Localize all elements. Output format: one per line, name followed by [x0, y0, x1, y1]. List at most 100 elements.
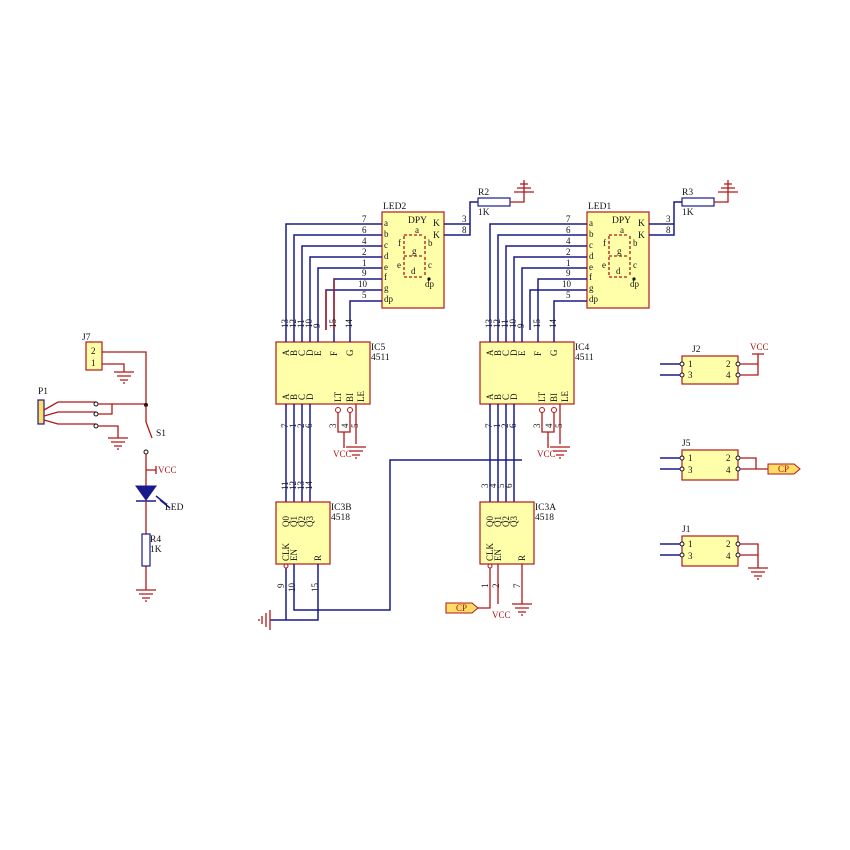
led2-num-3: 3 — [462, 214, 467, 224]
ic5-num-13: 13 — [280, 319, 290, 329]
cp-port-input[interactable]: CP — [445, 602, 479, 614]
ground-icon — [512, 603, 532, 616]
ic5-decoder[interactable]: IC5 4511 — [275, 341, 390, 405]
ic4-num-9: 9 — [516, 323, 526, 328]
led2-seg-b: b — [428, 238, 433, 248]
ic4-top-C: C — [501, 350, 511, 356]
led2-pin-a: a — [384, 218, 388, 228]
led1-seg-dp: dp — [630, 279, 640, 289]
r2-resistor[interactable]: R2 1K — [477, 188, 525, 218]
ic4-num-6: 6 — [508, 423, 518, 428]
led1-pin-g: g — [589, 283, 594, 293]
j5-pin-1: 1 — [688, 453, 693, 463]
led2-num-7: 7 — [362, 214, 367, 224]
r2-value: 1K — [478, 208, 490, 218]
led2-num-8: 8 — [462, 225, 467, 235]
cp-port-output[interactable]: CP — [767, 463, 801, 475]
ic3b-num-11: 11 — [280, 481, 290, 490]
led2-seg-dp: dp — [425, 279, 435, 289]
j5-pin-2: 2 — [726, 453, 731, 463]
ic4-num-2: 2 — [500, 424, 510, 429]
r3-resistor[interactable]: R3 1K — [681, 188, 729, 218]
ic3b-num-15: 15 — [310, 583, 320, 593]
ic3b-clk: CLK — [281, 542, 291, 561]
led2-seg-c: c — [428, 260, 432, 270]
led-indicator[interactable]: LED — [135, 485, 184, 513]
led1-num-5: 5 — [566, 290, 571, 300]
j1-connector[interactable]: J1 1 2 3 4 — [679, 525, 741, 567]
j5-connector[interactable]: J5 1 2 3 4 — [679, 439, 741, 481]
p1-power-jack[interactable]: P1 — [37, 387, 99, 429]
j2-connector[interactable]: J2 1 2 3 4 — [679, 345, 741, 385]
j2-pin-1: 1 — [688, 359, 693, 369]
ic4-top-G: G — [549, 349, 559, 356]
led1-num-6: 6 — [566, 225, 571, 235]
ic3a-num-3: 3 — [480, 483, 490, 488]
j2-vcc: VCC — [750, 342, 769, 352]
ic4-num-11: 11 — [500, 319, 510, 328]
ic5-num-1: 1 — [288, 424, 298, 429]
led2-seven-segment-icon — [403, 234, 431, 281]
j7-connector[interactable]: J7 2 1 — [82, 333, 103, 371]
ground-icon — [514, 180, 534, 193]
ground-icon — [108, 437, 128, 450]
ic3b-num-12: 12 — [288, 481, 298, 490]
ic3b-q1: Q1 — [289, 516, 299, 527]
ic3a-q3: Q3 — [509, 516, 519, 527]
p1-ref: P1 — [38, 387, 48, 397]
ic4-num-13: 13 — [484, 319, 494, 329]
ic5-vcc: VCC — [333, 449, 352, 459]
ground-icon — [114, 371, 134, 384]
s1-vcc: VCC — [158, 465, 177, 475]
led1-pin-c: c — [589, 240, 593, 250]
ic5-top-G: G — [345, 349, 355, 356]
ic3a-num-5: 5 — [496, 483, 506, 488]
r4-ref: R4 — [150, 535, 161, 545]
led1-seven-segment-icon — [608, 234, 636, 281]
led-ref: LED — [165, 503, 184, 513]
ic4-bot-LE: LE — [560, 391, 570, 402]
ic5-bot-A: A — [281, 393, 291, 400]
j1-pin-1: 1 — [688, 539, 693, 549]
ic4-decoder[interactable]: IC4 4511 — [479, 341, 594, 405]
j1-ref: J1 — [682, 525, 691, 535]
r4-resistor[interactable]: R4 1K — [141, 533, 162, 567]
led2-pin-c: c — [384, 240, 388, 250]
ic3b-part: 4518 — [331, 513, 350, 523]
ic5-num-9: 9 — [312, 323, 322, 328]
led2-type: DPY — [408, 216, 427, 226]
led1-seg-c: c — [633, 260, 637, 270]
ic5-top-D: D — [305, 349, 315, 356]
led2-pin-dp: dp — [384, 294, 394, 304]
ic3b-q3: Q3 — [305, 516, 315, 527]
ic5-top-E: E — [313, 350, 323, 356]
led1-num-1: 1 — [566, 258, 571, 268]
ground-icon — [136, 589, 156, 602]
led1-num-10: 10 — [562, 279, 572, 289]
led1-seg-d: d — [616, 266, 621, 276]
ic4-num-4: 4 — [544, 423, 554, 428]
ground-icon — [346, 446, 366, 459]
led2-num-9: 9 — [362, 268, 367, 278]
led1-pin-dp: dp — [589, 294, 599, 304]
ic4-top-F: F — [533, 351, 543, 356]
led1-display[interactable]: LED1 DPY K K a b c d e f g dp a b c d e … — [586, 202, 650, 309]
ic5-top-A: A — [281, 349, 291, 356]
led2-num-6: 6 — [362, 225, 367, 235]
ic5-num-6: 6 — [304, 423, 314, 428]
led1-pin-a: a — [589, 218, 593, 228]
cp-port-label: CP — [456, 603, 467, 613]
ic5-num-5: 5 — [350, 423, 360, 428]
j7-pin-2: 2 — [91, 346, 96, 356]
ic5-part: 4511 — [371, 353, 390, 363]
ground-icon — [718, 180, 738, 193]
ic5-num-3: 3 — [328, 423, 338, 428]
s1-switch[interactable]: S1 — [143, 405, 166, 455]
ic3a-counter[interactable]: IC3A 4518 — [479, 501, 556, 565]
ic4-ref: IC4 — [575, 343, 590, 353]
led2-pin-f: f — [384, 272, 387, 282]
led1-ref: LED1 — [588, 202, 611, 212]
led1-num-3: 3 — [666, 214, 671, 224]
ic3b-counter[interactable]: IC3B 4518 — [275, 501, 352, 565]
led2-display[interactable]: LED2 DPY K K a b c d e f g dp a b c d e … — [381, 202, 445, 309]
